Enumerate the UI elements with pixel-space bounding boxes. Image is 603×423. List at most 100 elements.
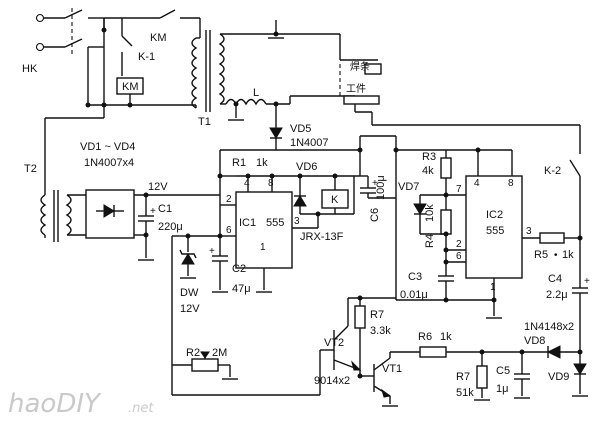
c1-plus: + bbox=[150, 206, 156, 217]
label-c1: C1 bbox=[158, 203, 172, 215]
pin-ic1-1: 1 bbox=[260, 242, 266, 253]
watermark-logo: haoDIY bbox=[8, 389, 102, 419]
c6-plus: + bbox=[372, 178, 378, 189]
pin-ic2-3: 3 bbox=[526, 226, 532, 237]
label-c4: C4 bbox=[548, 273, 562, 285]
label-relay-type: JRX-13F bbox=[300, 231, 344, 243]
capacitor-c2 bbox=[212, 236, 228, 293]
transistor-vt1 bbox=[357, 351, 420, 407]
electrode-workpiece bbox=[339, 59, 382, 112]
pin-ic2-4: 4 bbox=[474, 178, 480, 189]
bridge-rectifier bbox=[85, 189, 220, 261]
label-r7b: R7 bbox=[456, 371, 470, 383]
label-vd6: VD6 bbox=[296, 161, 317, 173]
pin-ic1-8: 8 bbox=[268, 178, 274, 189]
label-transistors: 9014x2 bbox=[314, 375, 350, 387]
diode-vd5 bbox=[219, 122, 396, 176]
label-k1: K-1 bbox=[138, 51, 155, 63]
transistor-vt2 bbox=[320, 295, 396, 371]
label-vd5: VD5 bbox=[290, 123, 311, 135]
label-inductor: L bbox=[253, 87, 259, 99]
label-km-coil: KM bbox=[122, 81, 139, 93]
label-r7b-val: 51k bbox=[456, 387, 474, 399]
pin-ic1-4: 4 bbox=[244, 178, 250, 189]
capacitor-c5 bbox=[514, 352, 530, 399]
label-dw: DW bbox=[180, 287, 199, 299]
label-ic2: IC2 bbox=[486, 209, 503, 221]
label-ic2-type: 555 bbox=[486, 225, 504, 237]
label-r3: R3 bbox=[422, 151, 436, 163]
label-c2-val: 47μ bbox=[232, 283, 251, 295]
label-c3: C3 bbox=[408, 271, 422, 283]
label-r6-val: 1k bbox=[440, 331, 452, 343]
label-c6-val: 100μ bbox=[375, 175, 387, 200]
label-relay-k: K bbox=[331, 194, 339, 206]
label-bridge-part: 1N4007x4 bbox=[84, 157, 134, 169]
label-dw-val: 12V bbox=[180, 303, 200, 315]
label-ic1: IC1 bbox=[239, 217, 256, 229]
label-r7a: R7 bbox=[370, 309, 384, 321]
label-t2: T2 bbox=[24, 163, 37, 175]
label-c2: C2 bbox=[232, 263, 246, 275]
label-r6: R6 bbox=[418, 331, 432, 343]
label-r2-val: 2M bbox=[212, 347, 227, 359]
capacitor-c1 bbox=[138, 192, 154, 235]
capacitor-c6 bbox=[353, 136, 399, 300]
mains-input bbox=[35, 8, 201, 195]
watermark: haoDIY .net bbox=[8, 389, 154, 419]
label-vd8-part: 1N4148x2 bbox=[524, 321, 574, 333]
label-workpiece: 工件 bbox=[346, 83, 366, 95]
c4-plus: + bbox=[584, 276, 590, 287]
resistor-r7b bbox=[474, 352, 490, 401]
ic2-555 bbox=[396, 147, 523, 319]
label-r4: R4 bbox=[424, 234, 436, 248]
label-ic1-type: 555 bbox=[266, 217, 284, 229]
label-vd7: VD7 bbox=[398, 181, 419, 193]
pin-ic2-6: 6 bbox=[456, 251, 462, 262]
label-r5-val: 1k bbox=[562, 249, 574, 261]
zener-dw bbox=[171, 233, 220, 395]
label-km-switch: KM bbox=[150, 32, 167, 44]
label-r1: R1 bbox=[232, 157, 246, 169]
pin-ic1-2: 2 bbox=[226, 194, 232, 205]
label-vd8: VD8 bbox=[524, 335, 545, 347]
label-vd9: VD9 bbox=[548, 371, 569, 383]
resistor-r6 bbox=[419, 346, 530, 358]
label-c4-val: 2.2μ bbox=[546, 289, 568, 301]
component-labels: HK KM K-1 KM T1 T2 L 焊条 工件 VD5 1N4007 VD… bbox=[22, 32, 574, 399]
pin-numbers: 4 8 2 6 3 1 4 8 7 2 6 3 1 bbox=[226, 178, 532, 293]
c2-plus: + bbox=[209, 246, 215, 257]
vd6-relay bbox=[293, 173, 354, 228]
label-vt1: VT1 bbox=[382, 363, 402, 375]
r5-c4-k2 bbox=[355, 111, 588, 352]
polarity-marks: + + + + • • bbox=[150, 178, 590, 359]
label-r5: R5 bbox=[534, 249, 548, 261]
label-r3-val: 4k bbox=[422, 165, 434, 177]
pin-ic2-7: 7 bbox=[456, 184, 462, 195]
label-c5-val: 1μ bbox=[496, 383, 508, 395]
pin-ic2-1: 1 bbox=[490, 282, 496, 293]
label-hk: HK bbox=[22, 63, 38, 75]
label-t1: T1 bbox=[198, 116, 211, 128]
diode-vd7 bbox=[413, 194, 449, 237]
r5-dot: • bbox=[554, 250, 558, 261]
pin-ic2-2: 2 bbox=[456, 239, 462, 250]
label-r2: R2 bbox=[186, 347, 200, 359]
pin-ic2-8: 8 bbox=[508, 178, 514, 189]
watermark-tld: .net bbox=[128, 401, 154, 416]
pin-ic1-6: 6 bbox=[226, 225, 232, 236]
label-c6: C6 bbox=[369, 208, 381, 222]
label-c5: C5 bbox=[496, 365, 510, 377]
label-r7a-val: 3.3k bbox=[370, 325, 391, 337]
resistor-r7a bbox=[354, 298, 366, 376]
label-k2: K-2 bbox=[544, 165, 561, 177]
label-r1-val: 1k bbox=[256, 157, 268, 169]
label-r4-val: 10k bbox=[424, 204, 436, 222]
label-vt2: VT2 bbox=[324, 337, 344, 349]
label-rod: 焊条 bbox=[350, 60, 370, 73]
transformer-t2 bbox=[40, 190, 100, 242]
label-c1-val: 220μ bbox=[158, 221, 183, 233]
ic1-555 bbox=[217, 173, 360, 293]
